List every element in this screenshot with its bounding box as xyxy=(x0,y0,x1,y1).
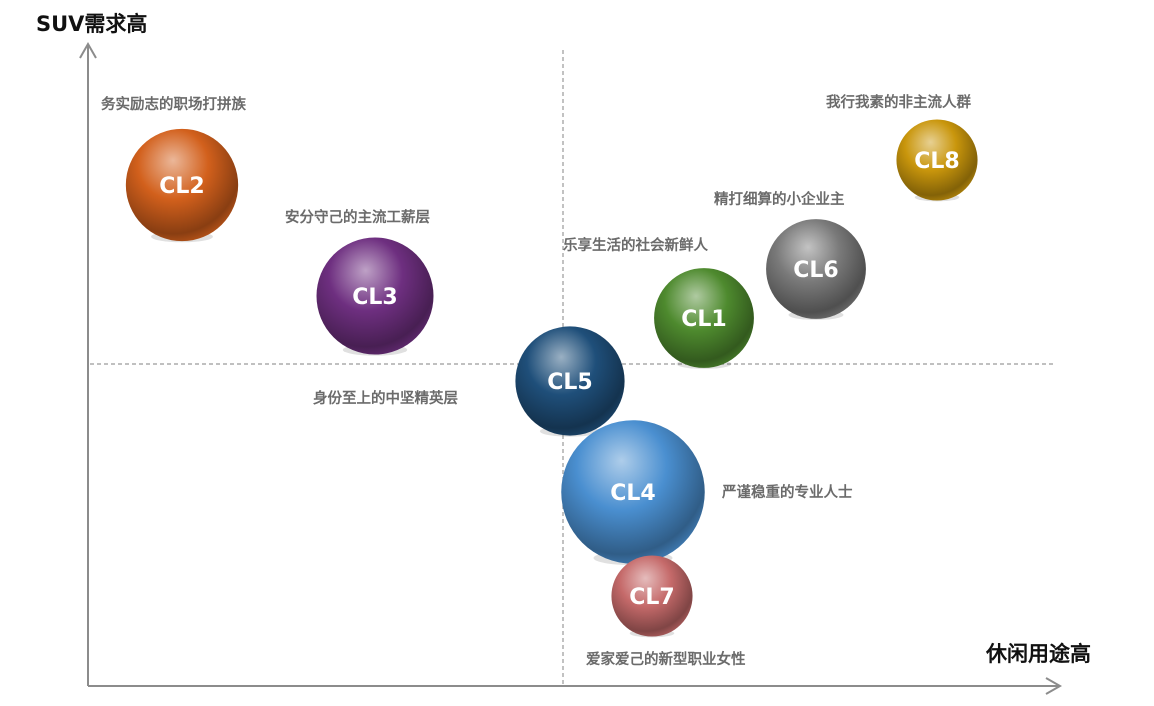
bubble-id-label: CL5 xyxy=(547,370,592,395)
bubble-circle xyxy=(125,128,239,242)
bubble-cl7: CL7 xyxy=(611,555,693,638)
bubble-circle xyxy=(561,420,705,564)
bubble-cl6: CL6 xyxy=(766,219,866,320)
bubble-cl3: CL3 xyxy=(316,237,434,356)
bubble-circle xyxy=(654,268,754,368)
bubble-cl5: CL5 xyxy=(515,326,625,437)
bubble-id-label: CL7 xyxy=(629,585,674,610)
segment-label-cl6: 精打细算的小企业主 xyxy=(714,192,845,208)
x-axis-arrow xyxy=(1045,677,1063,695)
bubble-circle xyxy=(766,219,866,319)
segment-label-cl4: 严谨稳重的专业人士 xyxy=(722,485,853,501)
bubble-id-label: CL8 xyxy=(914,149,959,174)
bubble-circle xyxy=(316,237,434,355)
bubble-id-label: CL3 xyxy=(352,285,397,310)
segment-label-cl5: 身份至上的中坚精英层 xyxy=(313,391,458,407)
bubble-id-label: CL6 xyxy=(793,258,838,283)
x-axis-title: 休闲用途高 xyxy=(986,642,1091,666)
segment-label-cl1: 乐享生活的社会新鲜人 xyxy=(563,238,708,254)
bubble-cl2: CL2 xyxy=(125,128,239,243)
segment-label-cl3: 安分守己的主流工薪层 xyxy=(285,210,430,226)
bubble-cl1: CL1 xyxy=(654,268,754,369)
segment-label-cl8: 我行我素的非主流人群 xyxy=(826,95,971,111)
bubble-circle xyxy=(515,326,625,436)
bubble-cl8: CL8 xyxy=(896,119,978,202)
segment-label-cl2: 务实励志的职场打拼族 xyxy=(101,97,246,113)
bubble-circle xyxy=(896,119,978,201)
bubble-id-label: CL1 xyxy=(681,307,726,332)
segment-label-cl7: 爱家爱己的新型职业女性 xyxy=(586,652,746,668)
bubble-id-label: CL4 xyxy=(610,481,655,506)
y-axis-arrow xyxy=(79,41,97,59)
y-axis-title: SUV需求高 xyxy=(36,12,148,36)
bubble-circle xyxy=(611,555,693,637)
bubble-id-label: CL2 xyxy=(159,174,204,199)
bubble-cl4: CL4 xyxy=(561,420,705,566)
